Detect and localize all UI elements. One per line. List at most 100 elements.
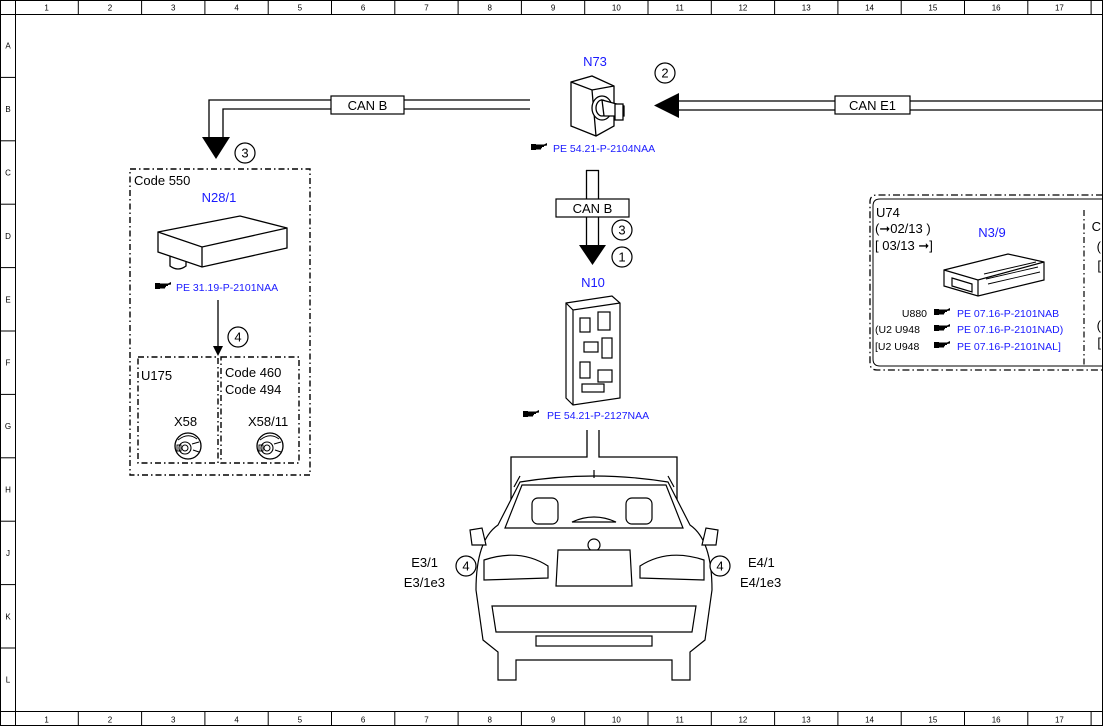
right-lamp-callout: 4 bbox=[716, 559, 723, 574]
grid-column-label: 5 bbox=[298, 716, 303, 725]
grid-column-label: 10 bbox=[612, 4, 621, 13]
u74-title: U74 bbox=[876, 205, 900, 220]
u880-reference-link[interactable]: PE 07.16-P-2101NAB bbox=[957, 308, 1059, 320]
ignition-switch-icon bbox=[570, 75, 625, 137]
cut-mark-bracket-2: [ bbox=[1097, 335, 1101, 350]
n10-callout-3: 3 bbox=[618, 223, 625, 238]
grid-column-label: 14 bbox=[865, 4, 874, 13]
grid-column-label: 5 bbox=[298, 4, 303, 13]
grid-row-label: E bbox=[5, 295, 10, 304]
grid-column-label: 14 bbox=[865, 716, 874, 725]
grid-column-label: 3 bbox=[171, 4, 176, 13]
grid-row-label: F bbox=[6, 359, 11, 368]
grid-column-label: 6 bbox=[361, 716, 366, 725]
pointing-hand-icon bbox=[934, 341, 950, 348]
n73-module: N73 2 PE 54.21-P-2104NAA bbox=[531, 54, 676, 155]
pointing-hand-icon bbox=[531, 143, 547, 150]
can-b-left-bus: CAN B 3 bbox=[202, 95, 530, 164]
pointing-hand-icon bbox=[934, 324, 950, 331]
grid-column-label: 17 bbox=[1055, 4, 1064, 13]
grid-column-label: 8 bbox=[488, 4, 493, 13]
code-494-label: Code 494 bbox=[225, 382, 281, 397]
u948-code-b: [U2 U948 bbox=[875, 341, 920, 353]
svg-text:2: 2 bbox=[661, 66, 668, 81]
grid-column-label: 7 bbox=[424, 4, 429, 13]
pointing-hand-icon bbox=[523, 410, 539, 417]
can-b-down-label: CAN B bbox=[573, 201, 613, 216]
left-lamp-callout: 4 bbox=[462, 559, 469, 574]
grid-row-label: B bbox=[5, 105, 10, 114]
code-460-label: Code 460 bbox=[225, 365, 281, 380]
control-unit-icon bbox=[157, 215, 288, 270]
grid-column-label: 15 bbox=[928, 716, 937, 725]
can-e1-bus: CAN E1 bbox=[654, 93, 1103, 118]
grid-column-label: 1 bbox=[44, 716, 49, 725]
x58-label: X58 bbox=[174, 414, 197, 429]
e3-1e3-label: E3/1e3 bbox=[404, 575, 445, 590]
grid-column-label: 17 bbox=[1055, 716, 1064, 725]
grid-column-label: 3 bbox=[171, 716, 176, 725]
u948-reference-link-a[interactable]: PE 07.16-P-2101NAD) bbox=[957, 324, 1063, 336]
grid-row-label: D bbox=[5, 232, 11, 241]
e4-1e3-label: E4/1e3 bbox=[740, 575, 781, 590]
grid-column-label: 7 bbox=[424, 716, 429, 725]
cut-mark-bracket: [ bbox=[1097, 258, 1101, 273]
vehicle-rear-view bbox=[469, 470, 719, 681]
grid-column-label: 12 bbox=[738, 4, 747, 13]
e4-1-label: E4/1 bbox=[748, 555, 775, 570]
grid-column-label: 15 bbox=[928, 4, 937, 13]
n3-9-label: N3/9 bbox=[978, 225, 1005, 240]
grid-column-label: 9 bbox=[551, 716, 556, 725]
can-b-down-bus: CAN B bbox=[555, 169, 630, 265]
can-b-left-callout: 3 bbox=[241, 146, 248, 161]
u74-range-1: (➞02/13 ) bbox=[875, 221, 931, 236]
grid-column-label: 4 bbox=[234, 716, 239, 725]
grid-column-label: 8 bbox=[488, 716, 493, 725]
n10-module: 3 1 N10 PE 54.21-P-2127NAA bbox=[523, 219, 649, 422]
code-550-title: Code 550 bbox=[134, 173, 190, 188]
cut-mark-paren: ( bbox=[1097, 239, 1102, 254]
n10-label: N10 bbox=[581, 275, 605, 290]
u175-label: U175 bbox=[141, 368, 172, 383]
n73-reference-link[interactable]: PE 54.21-P-2104NAA bbox=[553, 143, 655, 155]
engine-control-unit-icon bbox=[943, 253, 1045, 297]
grid-column-label: 6 bbox=[361, 4, 366, 13]
grid-row-label: J bbox=[6, 549, 10, 558]
grid-column-label: 4 bbox=[234, 4, 239, 13]
u880-code: U880 bbox=[902, 308, 927, 320]
grid-row-label: H bbox=[5, 486, 11, 495]
u74-box: U74 (➞02/13 ) [ 03/13 ➞] N3/9 C ( [ ( [ … bbox=[869, 194, 1103, 371]
grid-column-label: 1 bbox=[44, 4, 49, 13]
can-e1-label: CAN E1 bbox=[849, 98, 896, 113]
n73-callout: 2 bbox=[654, 62, 676, 84]
u948-reference-link-b[interactable]: PE 07.16-P-2101NAL] bbox=[957, 341, 1061, 353]
e3-1-label: E3/1 bbox=[411, 555, 438, 570]
grid-column-label: 16 bbox=[992, 716, 1001, 725]
cut-mark-c: C bbox=[1092, 219, 1101, 234]
u74-range-2: [ 03/13 ➞] bbox=[875, 238, 933, 253]
grid-row-label: C bbox=[5, 169, 11, 178]
n10-reference-link[interactable]: PE 54.21-P-2127NAA bbox=[547, 410, 649, 422]
pointing-hand-icon bbox=[934, 308, 950, 315]
grid-column-label: 12 bbox=[738, 716, 747, 725]
connector-icon bbox=[256, 432, 284, 460]
n28-1-label: N28/1 bbox=[202, 190, 237, 205]
grid-row-label: K bbox=[5, 612, 11, 621]
code-550-callout: 4 bbox=[234, 330, 241, 345]
n10-callout-1: 1 bbox=[618, 250, 625, 265]
grid-column-label: 2 bbox=[108, 4, 113, 13]
grid-column-label: 13 bbox=[802, 716, 811, 725]
grid-column-label: 11 bbox=[675, 716, 684, 725]
u948-code-a: (U2 U948 bbox=[875, 324, 920, 336]
grid-row-label: A bbox=[5, 42, 11, 51]
grid-column-label: 16 bbox=[992, 4, 1001, 13]
vehicle-labels: 4 E3/1 E3/1e3 4 E4/1 E4/1e3 bbox=[404, 555, 781, 590]
grid-column-label: 9 bbox=[551, 4, 556, 13]
grid-column-label: 11 bbox=[675, 4, 684, 13]
connector-icon bbox=[174, 432, 202, 460]
n28-1-reference-link[interactable]: PE 31.19-P-2101NAA bbox=[176, 282, 278, 294]
x58-11-label: X58/11 bbox=[248, 414, 288, 429]
code-550-box: Code 550 N28/1 PE 31.19-P-2101NAA 4 U175… bbox=[129, 168, 311, 476]
